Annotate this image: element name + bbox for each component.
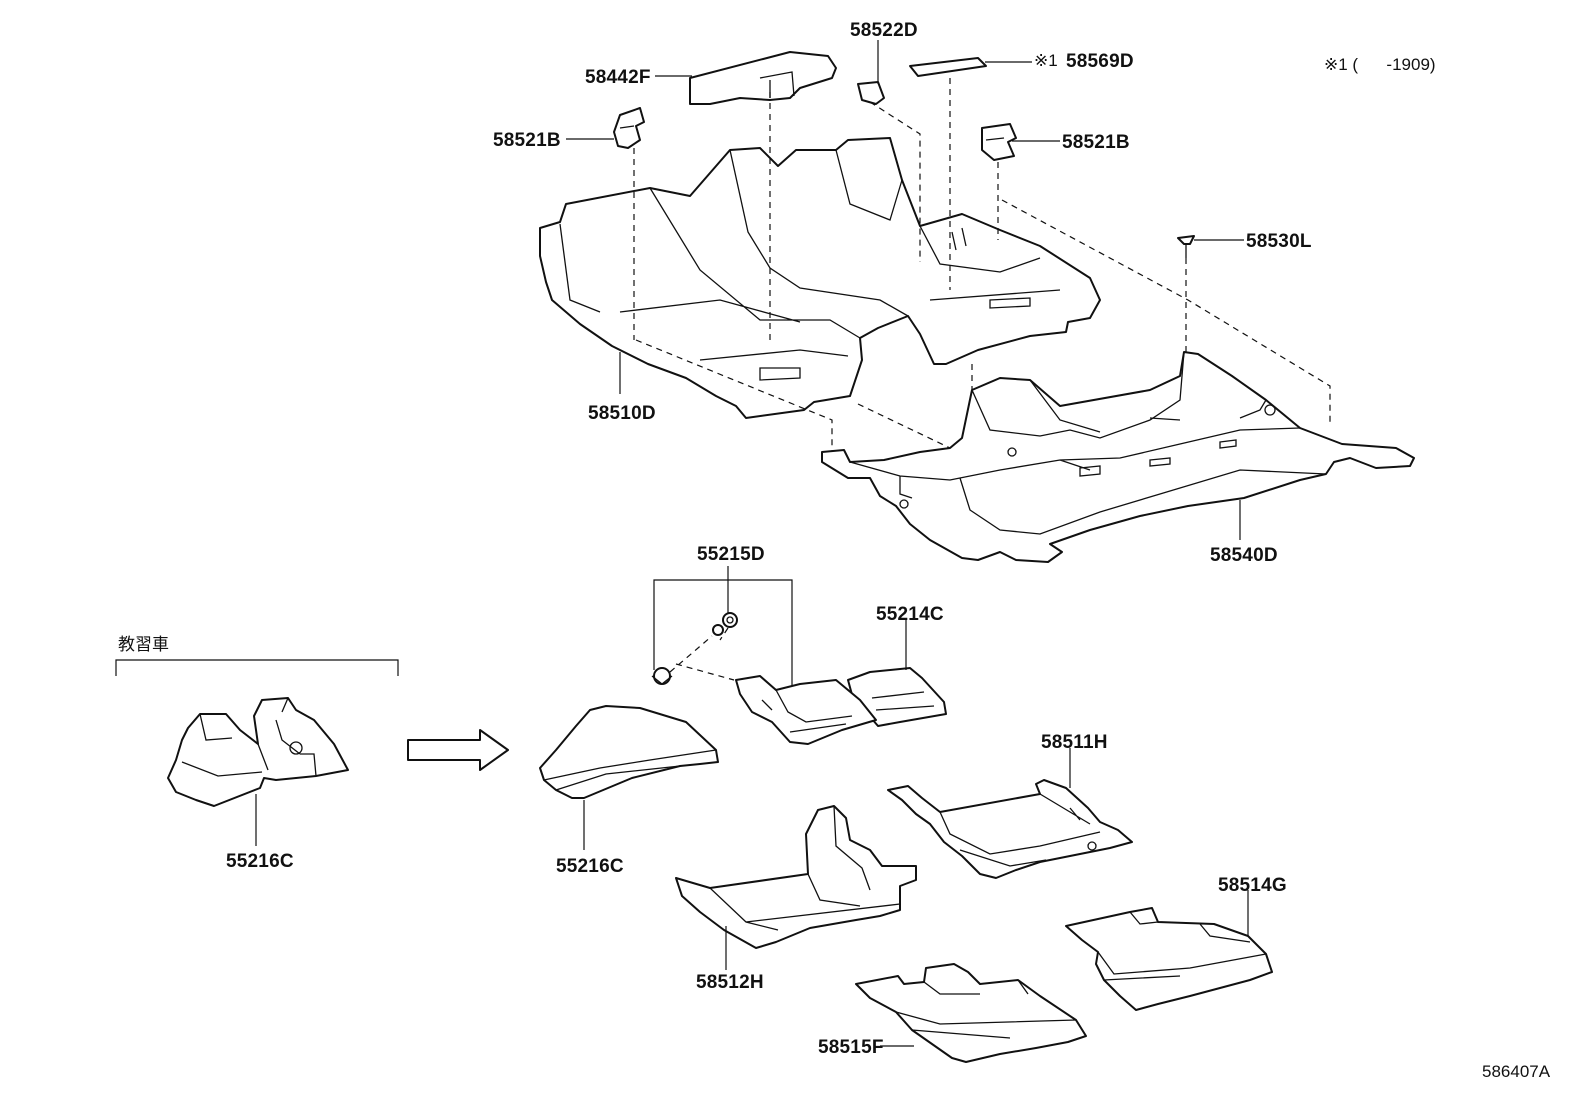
- dash-58522D: [869, 101, 921, 262]
- label-58522D: 58522D: [850, 20, 918, 41]
- part-55215D-mat: [735, 675, 877, 745]
- label-55216C-left: 55216C: [226, 851, 294, 872]
- label-note-mark: ※1: [1034, 51, 1058, 70]
- label-55216C-mid: 55216C: [556, 856, 624, 877]
- part-55215D-fasteners: [651, 612, 738, 685]
- part-55216C-left: [167, 697, 349, 807]
- label-55214C: 55214C: [876, 604, 944, 625]
- bracket-55215D: [653, 579, 793, 686]
- label-58512H: 58512H: [696, 972, 764, 993]
- label-58569D: 58569D: [1066, 51, 1134, 72]
- label-58510D: 58510D: [588, 403, 656, 424]
- note-legend: ※1 ( -1909): [1324, 55, 1436, 74]
- diagram-code: 586407A: [1482, 1062, 1551, 1081]
- label-58521B-right: 58521B: [1062, 132, 1130, 153]
- part-58514G: [1065, 907, 1273, 1011]
- dash-front-rear-a: [635, 339, 833, 452]
- label-training-car: 教習車: [118, 635, 169, 654]
- part-58442F: [689, 51, 837, 105]
- label-55215D: 55215D: [697, 544, 765, 565]
- part-58515F: [855, 963, 1087, 1063]
- label-58540D: 58540D: [1210, 545, 1278, 566]
- label-58515F: 58515F: [818, 1037, 884, 1058]
- bracket-training-car: [115, 659, 399, 676]
- part-58510D: [539, 137, 1101, 419]
- label-58530L: 58530L: [1246, 231, 1312, 252]
- part-55216C-mid: [539, 705, 719, 799]
- label-58514G: 58514G: [1218, 875, 1287, 896]
- label-58521B-left: 58521B: [493, 130, 561, 151]
- part-58521B-right: [981, 123, 1017, 161]
- part-58522D: [857, 81, 885, 105]
- dash-front-rear-b: [857, 403, 951, 449]
- part-58512H: [675, 805, 917, 949]
- part-58540D: [821, 351, 1415, 563]
- part-58569D: [909, 57, 987, 77]
- label-58442F: 58442F: [585, 67, 651, 88]
- dash-rear-link-a: [1001, 199, 1331, 424]
- part-58511H: [887, 779, 1133, 879]
- arrow-right-icon: [407, 729, 509, 771]
- part-58521B-left: [613, 107, 645, 149]
- label-58511H: 58511H: [1041, 732, 1108, 753]
- part-58530L: [1177, 235, 1195, 258]
